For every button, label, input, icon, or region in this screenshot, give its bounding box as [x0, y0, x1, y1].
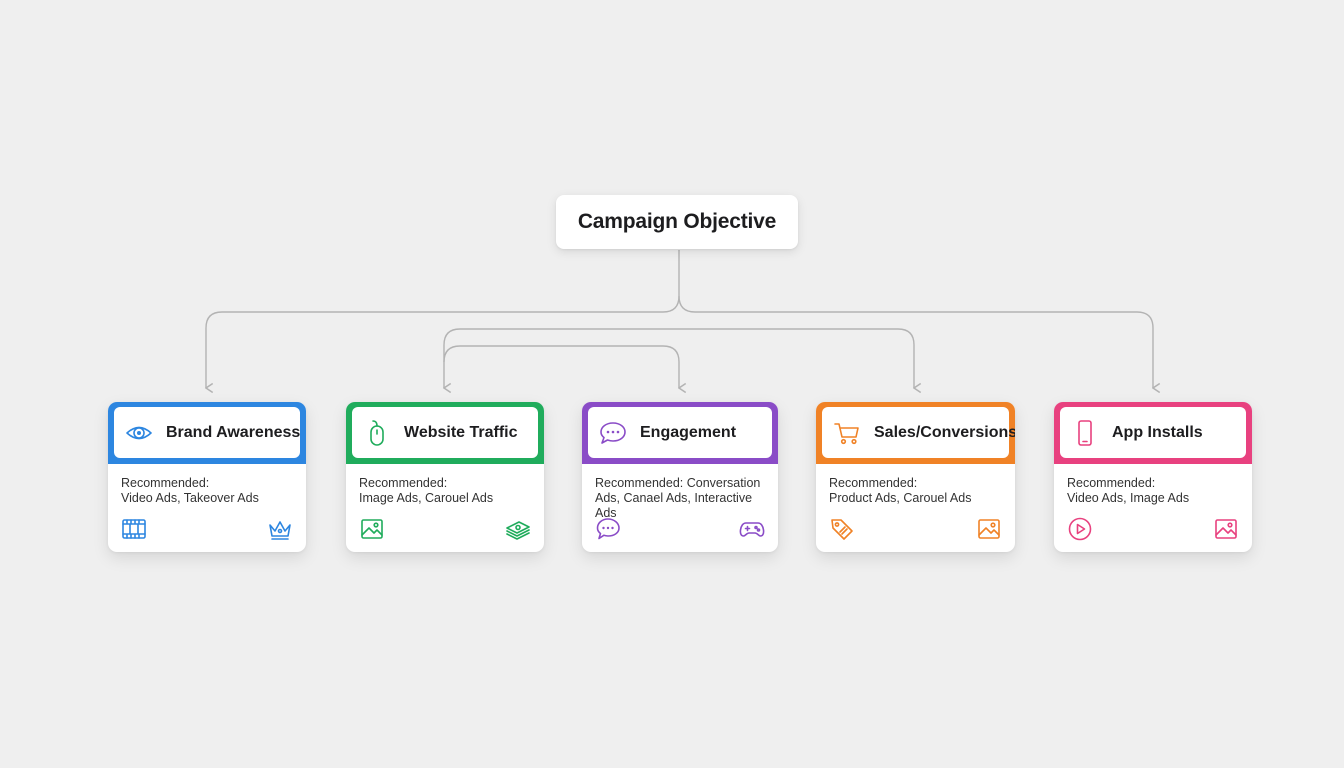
connector-app-installs: [678, 295, 1153, 388]
connector-website-traffic: [444, 328, 914, 388]
card-title: Engagement: [640, 423, 737, 441]
chat-bubble-icon: [598, 418, 628, 448]
campaign-objective-node: Campaign Objective: [556, 195, 798, 249]
card-header: Website Traffic: [346, 402, 544, 464]
recommended-label: Recommended:: [1067, 476, 1156, 490]
objective-card-app-installs[interactable]: App Installs Recommended: Video Ads, Ima…: [1054, 402, 1252, 552]
money-stack-icon: [505, 516, 531, 542]
objective-card-sales-conversions[interactable]: Sales/Conversions Recommended: Product A…: [816, 402, 1015, 552]
mouse-icon: [362, 418, 392, 448]
card-header: App Installs: [1054, 402, 1252, 464]
campaign-objective-title: Campaign Objective: [577, 210, 777, 233]
cart-icon: [832, 418, 862, 448]
card-title: Sales/Conversions: [874, 423, 1015, 441]
connector-engagement: [443, 345, 679, 388]
gamepad-icon: [739, 516, 765, 542]
image-icon: [359, 516, 385, 542]
play-icon: [1067, 516, 1093, 542]
eye-icon: [124, 418, 154, 448]
objective-card-brand-awareness[interactable]: Brand Awareness Recommended: Video Ads, …: [108, 402, 306, 552]
card-header: Engagement: [582, 402, 778, 464]
crown-icon: [267, 516, 293, 542]
objective-card-website-traffic[interactable]: Website Traffic Recommended: Image Ads, …: [346, 402, 544, 552]
objective-card-engagement[interactable]: Engagement Recommended: Conversation Ads…: [582, 402, 778, 552]
recommended-ads: Product Ads, Carouel Ads: [829, 491, 972, 505]
recommended-label: Recommended: Conversation: [595, 476, 761, 490]
recommended-label: Recommended:: [829, 476, 918, 490]
card-title: Website Traffic: [404, 423, 518, 441]
recommended-ads: Ads, Canael Ads, Interactive Ads: [595, 491, 753, 520]
recommended-label: Recommended:: [359, 476, 448, 490]
card-title: Brand Awareness: [166, 423, 301, 441]
smartphone-icon: [1070, 418, 1100, 448]
card-title: App Installs: [1112, 423, 1203, 441]
image-icon: [976, 516, 1002, 542]
card-header: Sales/Conversions: [816, 402, 1015, 464]
recommended-ads: Video Ads, Takeover Ads: [121, 491, 259, 505]
recommended-ads: Video Ads, Image Ads: [1067, 491, 1190, 505]
price-tag-icon: [829, 516, 855, 542]
recommended-label: Recommended:: [121, 476, 210, 490]
film-icon: [121, 516, 147, 542]
connector-brand-awareness: [206, 295, 680, 388]
card-header: Brand Awareness: [108, 402, 306, 464]
recommended-ads: Image Ads, Carouel Ads: [359, 491, 494, 505]
chat-bubble-icon: [595, 516, 621, 542]
image-icon: [1213, 516, 1239, 542]
